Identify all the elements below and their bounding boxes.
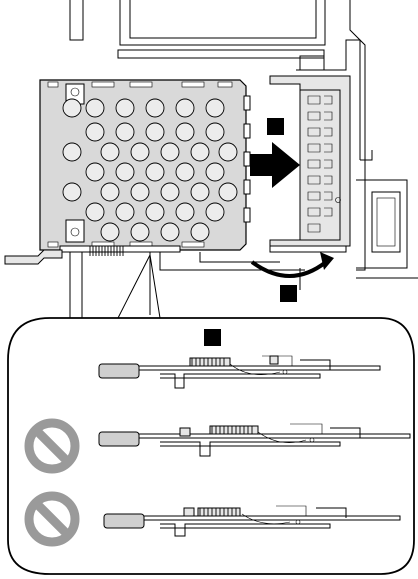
push-arrow-icon xyxy=(250,142,300,188)
rotate-arrow-icon xyxy=(252,252,334,276)
step-marker-2 xyxy=(280,285,297,302)
card-plate xyxy=(5,80,250,264)
step-marker-1 xyxy=(267,118,284,135)
callout-leader xyxy=(118,255,160,318)
